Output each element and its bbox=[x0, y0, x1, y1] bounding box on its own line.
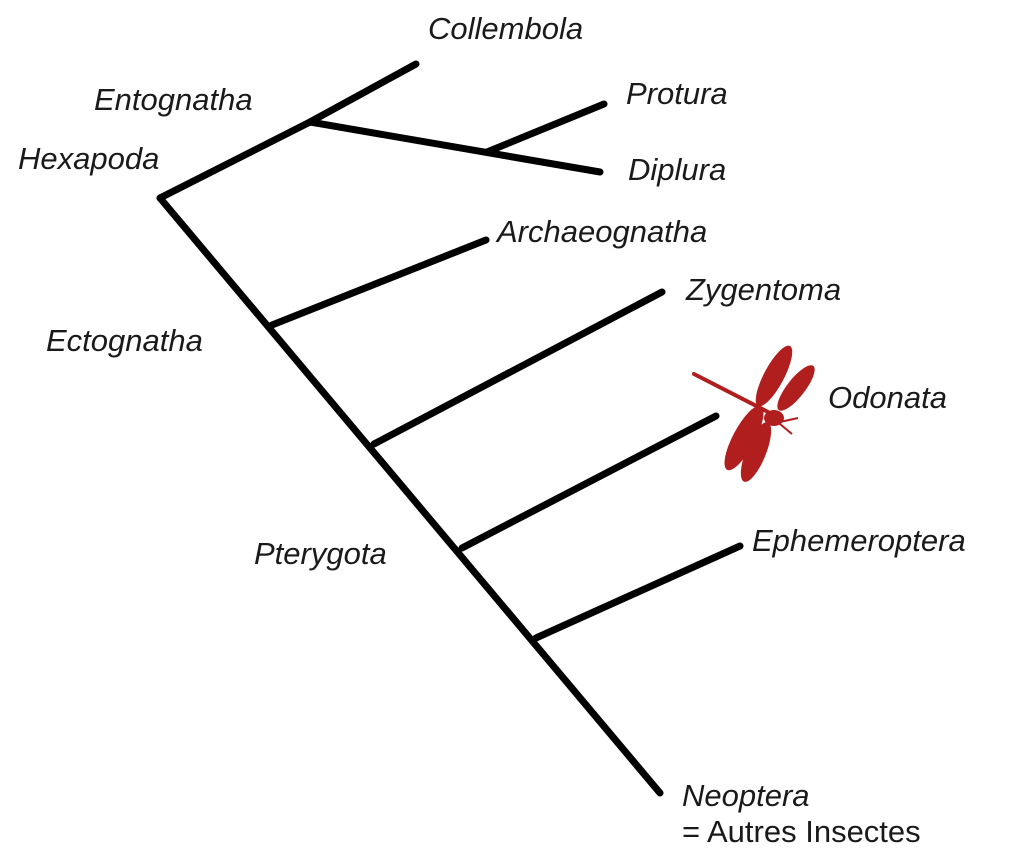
label-ectognatha: Ectognatha bbox=[46, 325, 203, 356]
dragonfly-icon bbox=[694, 341, 820, 485]
branch-diplura bbox=[310, 122, 600, 172]
branch-ephemeroptera bbox=[536, 546, 740, 638]
branch-protura bbox=[487, 104, 604, 152]
label-neoptera-note: = Autres Insectes bbox=[682, 816, 921, 847]
label-neoptera: Neoptera bbox=[682, 780, 810, 811]
label-pterygota: Pterygota bbox=[254, 538, 387, 569]
branch-archaeognatha bbox=[272, 240, 486, 325]
label-collembola: Collembola bbox=[428, 13, 583, 44]
branch-hexapoda-entognatha bbox=[160, 122, 310, 198]
branch-odonata bbox=[462, 416, 716, 548]
label-ephemeroptera: Ephemeroptera bbox=[752, 525, 966, 556]
label-odonata: Odonata bbox=[828, 382, 947, 413]
label-zygentoma: Zygentoma bbox=[686, 274, 841, 305]
label-entognatha: Entognatha bbox=[94, 84, 253, 115]
label-archaeognatha: Archaeognatha bbox=[497, 216, 707, 247]
label-hexapoda: Hexapoda bbox=[18, 143, 159, 174]
branch-zygentoma bbox=[374, 292, 662, 444]
label-protura: Protura bbox=[626, 78, 728, 109]
branch-collembola bbox=[310, 64, 416, 122]
label-diplura: Diplura bbox=[628, 154, 726, 185]
branch-main-trunk bbox=[160, 198, 660, 793]
